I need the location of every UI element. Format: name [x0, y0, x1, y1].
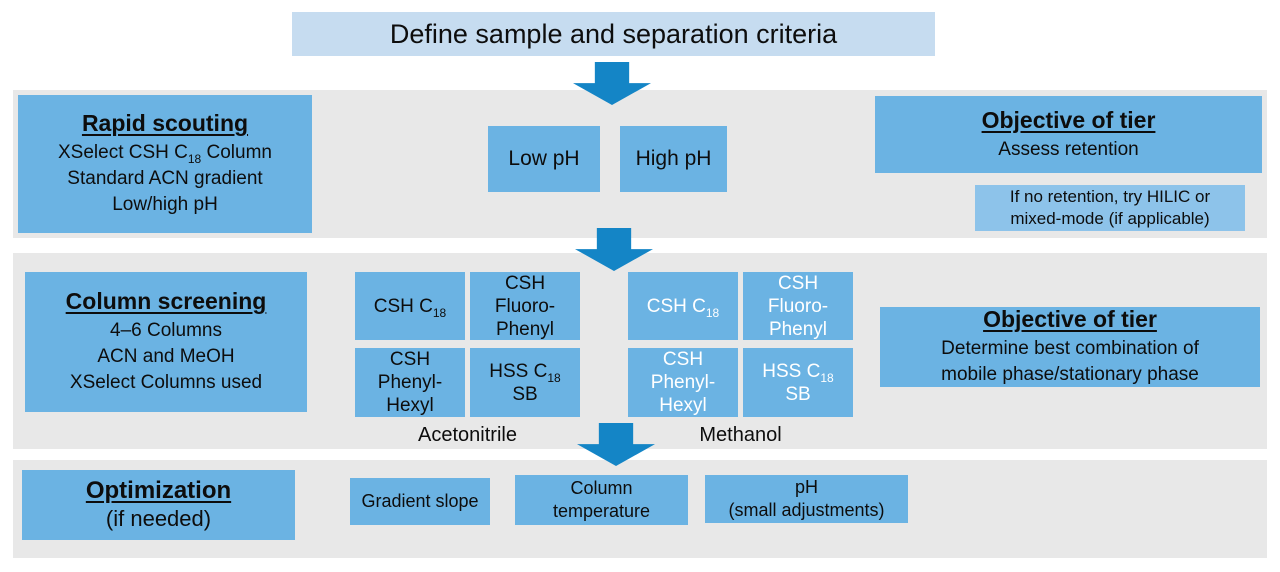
- scouting-gradient-line: Standard ACN gradient: [67, 168, 263, 189]
- scouting-column-line: XSelect CSH C18 Column: [58, 140, 272, 166]
- acn-chip-sb-line: SB: [512, 383, 538, 405]
- acetonitrile-label: Acetonitrile: [418, 424, 517, 446]
- optimization-box: Optimization (if needed): [22, 470, 295, 540]
- tier1-objective-heading: Objective of tier: [981, 106, 1156, 133]
- meoh-chip-csh-c18: CSH C18: [628, 272, 738, 340]
- optimization-subheading: (if needed): [105, 506, 212, 531]
- meoh-chip-csh-phenyl-hexyl: CSH Phenyl- Hexyl: [628, 348, 738, 417]
- ph-adjustments-box: pH (small adjustments): [705, 475, 908, 523]
- tier2-objective-box: Objective of tier Determine best combina…: [880, 306, 1260, 387]
- screening-columns-line: 4–6 Columns: [110, 320, 222, 341]
- acn-chip-csh-c18: CSH C18: [355, 272, 465, 340]
- high-ph-box: High pH: [620, 126, 727, 192]
- meoh-chip-csh-fluoro-phenyl: CSH Fluoro- Phenyl: [743, 272, 853, 340]
- acn-chip-csh-phenyl-hexyl: CSH Phenyl- Hexyl: [355, 348, 465, 417]
- scouting-column-line-sub: 18: [187, 151, 202, 166]
- tier1-objective-box: Objective of tier Assess retention: [875, 96, 1262, 173]
- column-temperature-box: Column temperature: [515, 475, 688, 525]
- scouting-column-line-pre: XSelect CSH C: [58, 142, 188, 163]
- no-retention-note-box: If no retention, try HILIC or mixed-mode…: [975, 185, 1245, 231]
- meoh-chip-hss-c18-sb: HSS C18 SB: [743, 348, 853, 417]
- column-screening-heading: Column screening: [65, 288, 267, 314]
- rapid-scouting-box: Rapid scouting XSelect CSH C18 Column St…: [18, 95, 312, 233]
- optimization-heading: Optimization: [85, 477, 232, 504]
- acn-chip-csh-c18-label: CSH C18: [373, 295, 447, 320]
- acn-chip-hss-c18-line: HSS C18: [489, 360, 561, 385]
- tier2-objective-heading: Objective of tier: [983, 306, 1157, 332]
- meoh-chip-sb-line: SB: [785, 383, 811, 405]
- screening-solvents-line: ACN and MeOH: [97, 346, 235, 367]
- rapid-scouting-heading: Rapid scouting: [81, 110, 249, 136]
- tier2-objective-body: Determine best combination of mobile pha…: [941, 338, 1199, 385]
- screening-xselect-line: XSelect Columns used: [69, 372, 263, 393]
- methanol-label: Methanol: [699, 424, 782, 446]
- scouting-column-line-post: Column: [201, 142, 272, 163]
- meoh-chip-hss-c18-line: HSS C18: [762, 360, 834, 385]
- tier1-objective-body: Assess retention: [998, 138, 1139, 160]
- gradient-slope-box: Gradient slope: [350, 478, 490, 525]
- acn-chip-csh-fluoro-phenyl: CSH Fluoro- Phenyl: [470, 272, 580, 340]
- low-ph-box: Low pH: [488, 126, 600, 192]
- meoh-chip-csh-c18-label: CSH C18: [646, 295, 720, 320]
- acn-chip-hss-c18-sb: HSS C18 SB: [470, 348, 580, 417]
- column-screening-box: Column screening 4–6 Columns ACN and MeO…: [25, 272, 307, 412]
- scouting-ph-line: Low/high pH: [112, 194, 218, 215]
- title-box: Define sample and separation criteria: [292, 12, 935, 56]
